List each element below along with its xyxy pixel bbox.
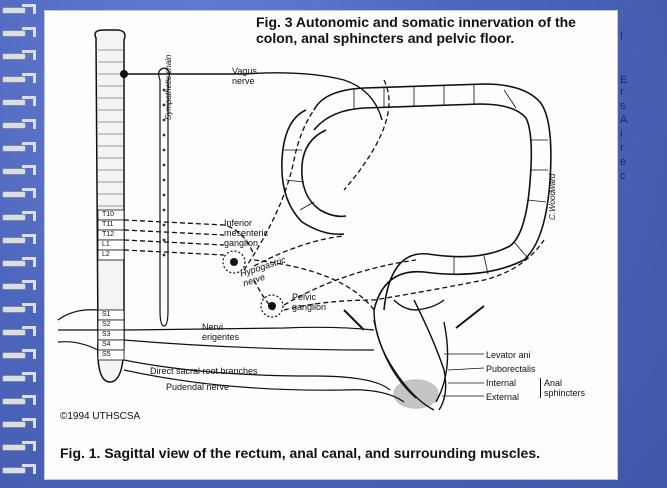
label-puborectalis: Puborectalis: [486, 364, 536, 374]
vertebra-label: S1: [102, 311, 111, 319]
binder-ring: [2, 165, 38, 175]
vertebra-label: S5: [102, 351, 111, 359]
copyright-text: ©1994 UTHSCSA: [60, 412, 140, 422]
binder-ring: [2, 441, 38, 451]
binder-ring: [2, 349, 38, 359]
binder-ring: [2, 280, 38, 290]
binder-ring: [2, 211, 38, 221]
label-sympathetic-chain: Sympathetic chain: [164, 55, 174, 120]
binder-ring: [2, 73, 38, 83]
right-edge-char: r: [620, 142, 624, 154]
label-vagus-nerve: Vagus nerve: [232, 66, 272, 86]
binder-ring: [2, 27, 38, 37]
binder-ring: [2, 257, 38, 267]
slide-title: Fig. 3 Autonomic and somatic innervation…: [256, 14, 596, 46]
binder-ring: [2, 50, 38, 60]
label-inferior-mesenteric-ganglion: Inferior mesenteric ganglion: [224, 218, 284, 248]
label-levator-ani: Levator ani: [486, 350, 531, 360]
binder-ring: [2, 395, 38, 405]
right-edge-text: IErsAirec: [616, 10, 667, 210]
right-edge-char: i: [620, 128, 622, 140]
pointer-lines: [442, 354, 484, 396]
binder-ring: [2, 119, 38, 129]
vertebra-label: L2: [102, 251, 110, 259]
figure-caption: Fig. 1. Sagittal view of the rectum, ana…: [60, 445, 600, 461]
right-edge-char: A: [620, 114, 627, 126]
label-artist-signature: C.Woodward: [548, 174, 558, 220]
binder-ring: [2, 4, 38, 14]
binder-ring: [2, 142, 38, 152]
vertebra-label: T12: [102, 231, 114, 239]
vertebra-label: S3: [102, 331, 111, 339]
label-nervi-erigentes: Nervi erigentes: [202, 322, 252, 342]
vertebra-label: T11: [102, 221, 114, 229]
right-edge-char: I: [620, 30, 623, 42]
rectum-pelvic-floor: [344, 300, 484, 410]
right-edge-char: E: [620, 74, 627, 86]
binder-ring: [2, 372, 38, 382]
right-edge-char: e: [620, 156, 626, 168]
binder-ring: [2, 464, 38, 474]
label-pelvic-ganglion: Pelvic ganglion: [292, 292, 338, 312]
binder-ring: [2, 96, 38, 106]
label-external: External: [486, 392, 519, 402]
binder-ring: [2, 234, 38, 244]
binder-ring: [2, 303, 38, 313]
vertebra-label: S2: [102, 321, 111, 329]
label-pudendal-nerve: Pudendal nerve: [166, 382, 229, 392]
label-anal-sphincters: Anal sphincters: [540, 378, 590, 398]
label-internal: Internal: [486, 378, 516, 388]
right-edge-char: c: [620, 170, 626, 182]
right-edge-char: r: [620, 86, 624, 98]
vertebra-label: S4: [102, 341, 111, 349]
binder-ring: [2, 418, 38, 428]
innervation-diagram: [44, 10, 616, 440]
colon: [282, 84, 551, 310]
binder-ring: [2, 188, 38, 198]
vertebra-label: T10: [102, 211, 114, 219]
right-edge-char: s: [620, 100, 626, 112]
binder-rings: [0, 0, 44, 488]
vertebra-label: L1: [102, 241, 110, 249]
label-direct-sacral-root-branches: Direct sacral root branches: [150, 366, 258, 376]
binder-ring: [2, 326, 38, 336]
